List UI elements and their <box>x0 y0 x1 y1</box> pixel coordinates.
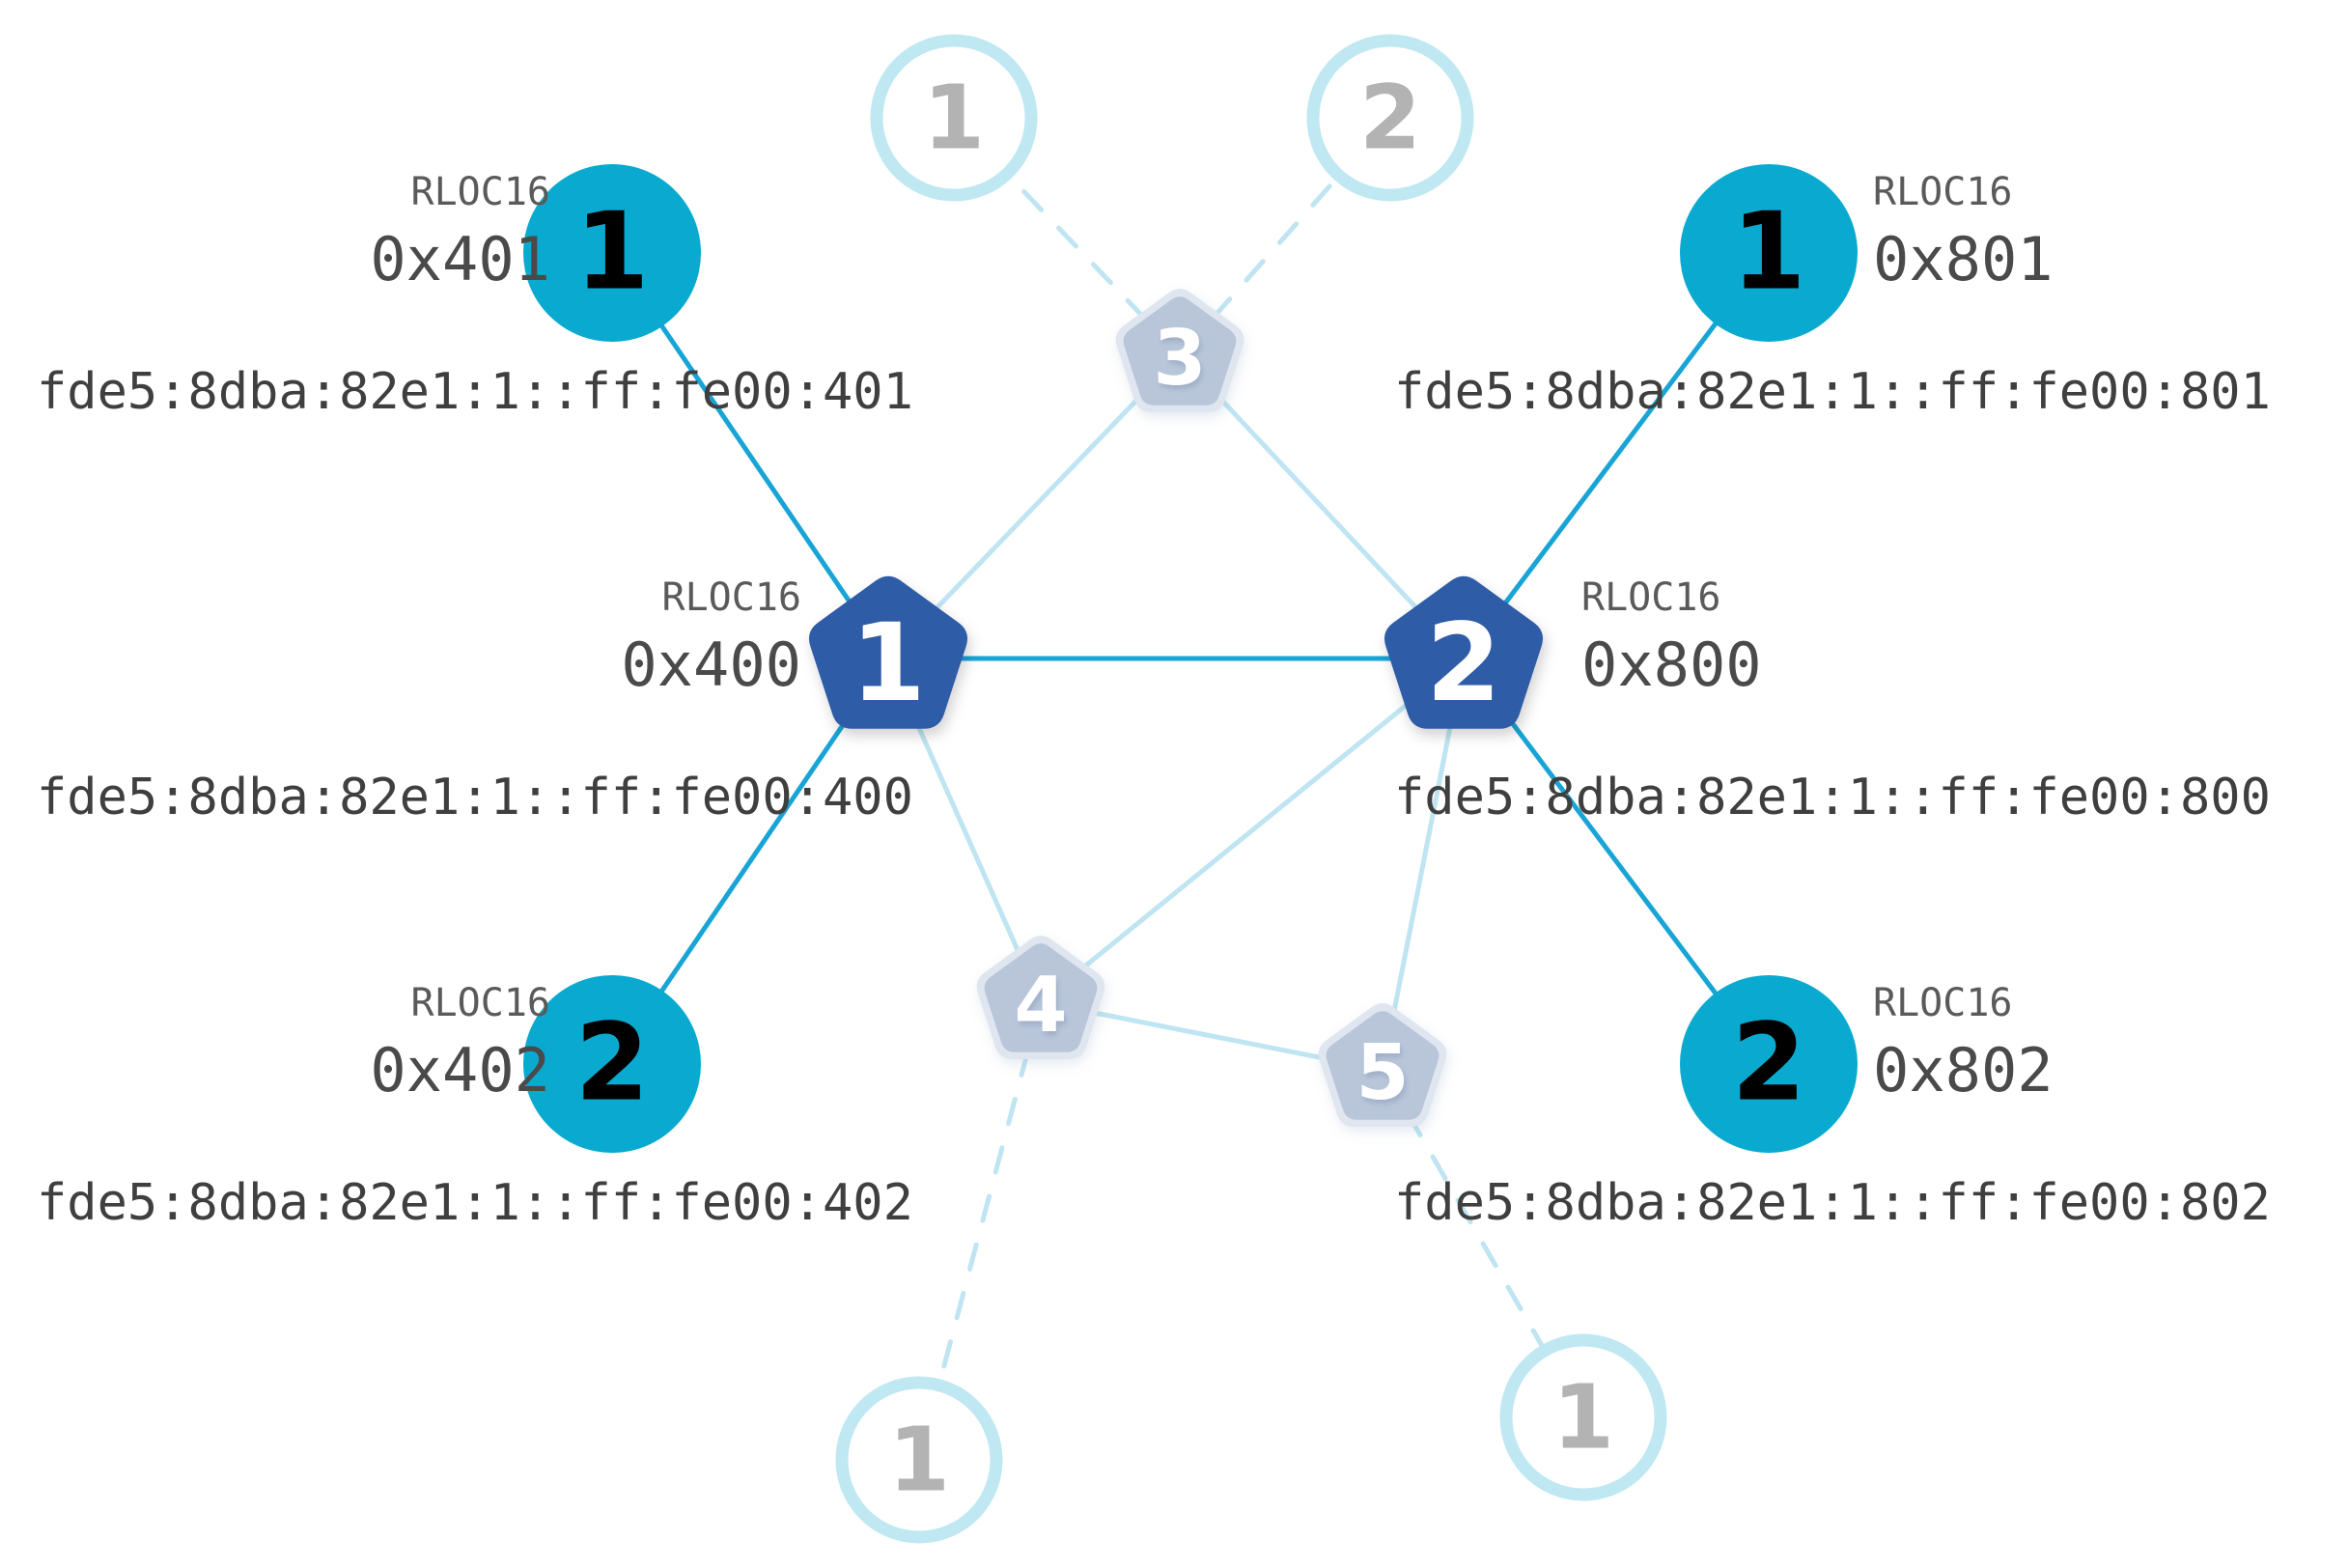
ghost-router-3[interactable]: 3 <box>1115 289 1244 413</box>
ghost-child-top-1[interactable]: 1 <box>870 34 1038 202</box>
child-401-number: 1 <box>575 190 650 314</box>
child-801[interactable]: 1 <box>1680 164 1858 342</box>
router-400-number: 1 <box>851 601 926 726</box>
child-402-shape <box>523 975 701 1153</box>
router-800-number: 2 <box>1426 601 1501 726</box>
link-ghost-router-5-to-ghost-child-bottom-2 <box>1380 1067 1586 1420</box>
router-800[interactable]: 2 <box>1384 575 1544 729</box>
ipv6-801: fde5:8dba:82e1:1::ff:fe00:801 <box>1394 363 2271 421</box>
rloc-title-802: RLOC16 <box>1873 981 2013 1025</box>
child-402-number: 2 <box>575 1001 650 1125</box>
ghost-child-bottom-1-number: 1 <box>888 1408 950 1511</box>
rloc-value-402: 0x402 <box>370 1035 550 1106</box>
child-801-number: 1 <box>1732 190 1806 314</box>
child-802-shape <box>1680 975 1858 1153</box>
link-router-800-to-ghost-router-4 <box>1038 656 1467 1005</box>
rloc-value-801: 0x801 <box>1873 224 2054 294</box>
rloc-title-401: RLOC16 <box>410 170 551 214</box>
ghost-child-bottom-2[interactable]: 1 <box>1499 1333 1667 1501</box>
rloc-title-402: RLOC16 <box>410 981 551 1025</box>
ghost-router-4[interactable]: 4 <box>976 936 1105 1060</box>
ghost-child-bottom-2-number: 1 <box>1552 1365 1614 1469</box>
nodes-layer: 3 4 5 1 2 1 1 1 2 1 2 1 2 <box>523 34 1858 1544</box>
ghost-router-3-number: 3 <box>1153 313 1206 403</box>
rloc-title-800: RLOC16 <box>1581 575 1721 620</box>
child-401-shape <box>523 164 701 342</box>
ghost-child-top-2[interactable]: 2 <box>1306 34 1474 202</box>
ghost-child-bottom-1[interactable]: 1 <box>835 1376 1003 1544</box>
ghost-router-5[interactable]: 5 <box>1318 1003 1447 1128</box>
child-802-number: 2 <box>1732 1001 1806 1125</box>
rloc-value-802: 0x802 <box>1873 1035 2054 1106</box>
child-402[interactable]: 2 <box>523 975 701 1153</box>
ghost-child-top-1-shape <box>870 34 1038 202</box>
child-401[interactable]: 1 <box>523 164 701 342</box>
ghost-child-top-2-shape <box>1306 34 1474 202</box>
rloc-value-400: 0x400 <box>621 630 801 700</box>
ghost-child-bottom-1-shape <box>835 1376 1003 1544</box>
ipv6-802: fde5:8dba:82e1:1::ff:fe00:802 <box>1394 1174 2271 1232</box>
child-801-shape <box>1680 164 1858 342</box>
ghost-router-5-number: 5 <box>1356 1027 1409 1117</box>
ghost-child-top-1-number: 1 <box>923 66 985 169</box>
ghost-router-5-shape <box>1326 1011 1440 1120</box>
ipv6-402: fde5:8dba:82e1:1::ff:fe00:402 <box>37 1174 913 1232</box>
ghost-child-bottom-2-shape <box>1499 1333 1667 1501</box>
ipv6-800: fde5:8dba:82e1:1::ff:fe00:800 <box>1394 769 2271 826</box>
rloc-title-400: RLOC16 <box>661 575 802 620</box>
ghost-child-top-2-number: 2 <box>1359 66 1421 169</box>
ipv6-401: fde5:8dba:82e1:1::ff:fe00:401 <box>37 363 913 421</box>
ipv6-400: fde5:8dba:82e1:1::ff:fe00:400 <box>37 769 913 826</box>
router-400[interactable]: 1 <box>808 575 968 729</box>
router-800-shape <box>1384 575 1544 729</box>
rloc-title-801: RLOC16 <box>1873 170 2013 214</box>
ghost-router-4-number: 4 <box>1014 960 1067 1050</box>
child-802[interactable]: 2 <box>1680 975 1858 1153</box>
ghost-router-3-shape <box>1123 296 1237 406</box>
rloc-value-800: 0x800 <box>1581 630 1762 700</box>
router-400-shape <box>808 575 968 729</box>
rloc-value-401: 0x401 <box>370 224 550 294</box>
ghost-router-4-shape <box>984 943 1098 1052</box>
